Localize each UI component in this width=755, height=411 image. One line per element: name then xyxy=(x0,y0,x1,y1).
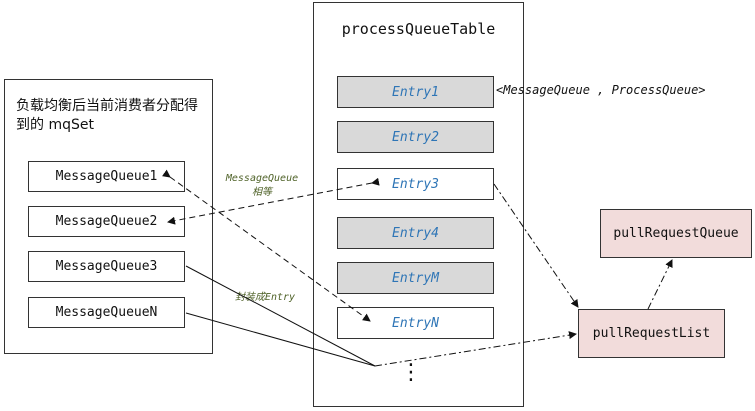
pull-request-queue-box: pullRequestQueue xyxy=(600,209,752,258)
entry-2: Entry2 xyxy=(337,121,494,153)
process-queue-table-title: processQueueTable xyxy=(341,20,496,38)
vertical-ellipsis: ⋮ xyxy=(400,360,422,385)
message-queue-1: MessageQueue1 xyxy=(28,161,185,192)
entry-n: EntryN xyxy=(337,307,494,339)
entry-1: Entry1 xyxy=(337,76,494,108)
arrow-convergence-to-pullrequestlist xyxy=(374,331,577,367)
line-mqn-to-convergence xyxy=(185,312,376,367)
arrow-entry3-to-pullrequestlist xyxy=(493,183,579,308)
arrow-mq1-to-entryn xyxy=(161,169,371,322)
message-queue-2: MessageQueue2 xyxy=(28,206,185,237)
line-mq3-to-convergence xyxy=(185,265,376,367)
entry-type-label: <MessageQueue , ProcessQueue> xyxy=(496,83,706,97)
arrow-pullrequestlist-to-pullrequestqueue xyxy=(647,259,673,310)
arrow-entry3-to-mq2 xyxy=(167,177,380,225)
pull-request-list-box: pullRequestList xyxy=(578,309,725,358)
mqset-title: 负载均衡后当前消费者分配得到的 mqSet xyxy=(16,98,198,133)
message-queue-3: MessageQueue3 xyxy=(28,251,185,282)
